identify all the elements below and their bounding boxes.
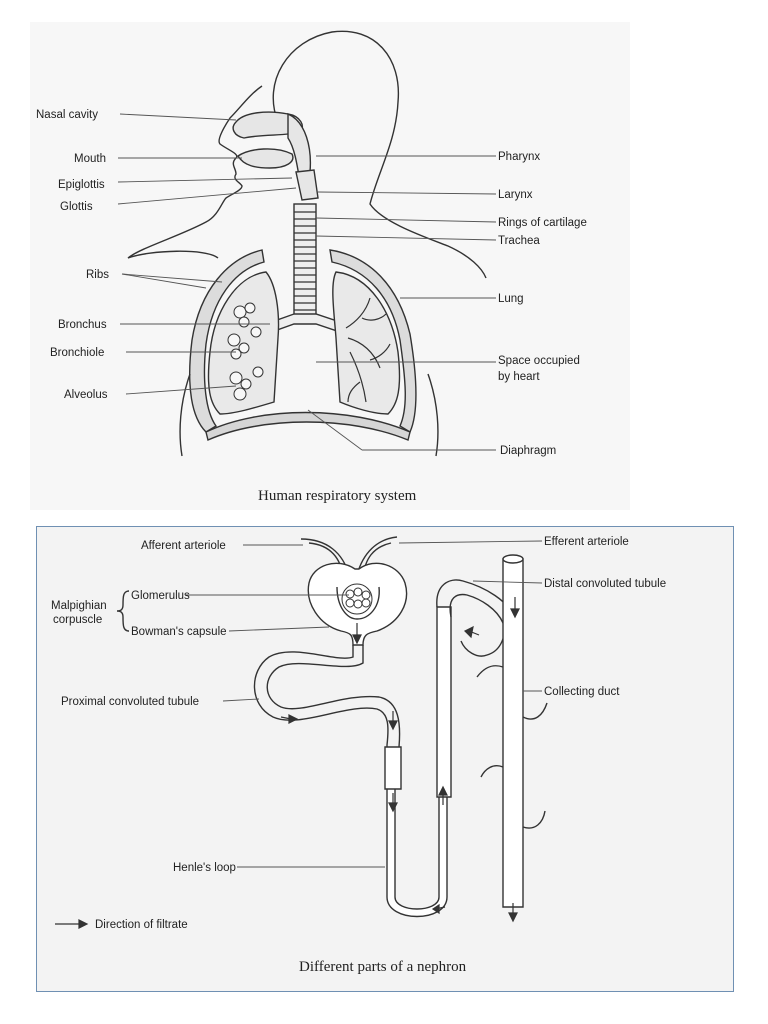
label-henles-loop: Henle's loop xyxy=(173,862,236,874)
trachea-shape xyxy=(294,204,316,316)
label-trachea: Trachea xyxy=(498,235,540,247)
label-glomerulus: Glomerulus xyxy=(131,590,190,602)
label-by-heart: by heart xyxy=(498,371,540,383)
proximal-tubule-inner xyxy=(267,645,399,783)
collecting-duct-top xyxy=(503,555,523,563)
nephron-diagram: Afferent arteriole Efferent arteriole Ma… xyxy=(36,526,734,992)
proximal-tubule-outer xyxy=(254,645,388,783)
label-ribs: Ribs xyxy=(86,269,109,281)
label-afferent-arteriole: Afferent arteriole xyxy=(141,540,226,552)
label-distal-convoluted-tubule: Distal convoluted tubule xyxy=(544,578,666,590)
label-glottis: Glottis xyxy=(60,201,93,213)
respiratory-system-diagram: Nasal cavity Mouth Epiglottis Glottis Ri… xyxy=(30,22,630,510)
mouth-shape xyxy=(238,149,293,168)
label-epiglottis: Epiglottis xyxy=(58,179,105,191)
label-alveolus: Alveolus xyxy=(64,389,108,401)
filtrate-legend-arrow xyxy=(55,920,87,928)
henles-loop-thick xyxy=(385,607,451,797)
nephron-caption: Different parts of a nephron xyxy=(299,959,467,975)
label-larynx: Larynx xyxy=(498,189,533,201)
nephron-svg: Afferent arteriole Efferent arteriole Ma… xyxy=(37,527,732,990)
label-lung: Lung xyxy=(498,293,524,305)
glomerulus-shape xyxy=(342,584,372,614)
label-mouth: Mouth xyxy=(74,153,106,165)
larynx-shape xyxy=(296,170,318,200)
label-rings-of-cartilage: Rings of cartilage xyxy=(498,217,587,229)
respiratory-caption: Human respiratory system xyxy=(258,488,417,504)
label-nasal-cavity: Nasal cavity xyxy=(36,109,98,121)
label-space-occupied: Space occupied xyxy=(498,355,580,367)
distal-tubule-inner xyxy=(450,595,504,657)
label-efferent-arteriole: Efferent arteriole xyxy=(544,536,629,548)
label-bronchus: Bronchus xyxy=(58,319,107,331)
malpighian-brace xyxy=(117,591,129,631)
diaphragm-shape xyxy=(206,413,410,441)
label-proximal-convoluted-tubule: Proximal convoluted tubule xyxy=(61,696,199,708)
label-diaphragm: Diaphragm xyxy=(500,445,556,457)
label-pharynx: Pharynx xyxy=(498,151,540,163)
label-collecting-duct: Collecting duct xyxy=(544,686,620,698)
label-bowmans-capsule: Bowman's capsule xyxy=(131,626,227,638)
label-bronchiole: Bronchiole xyxy=(50,347,104,359)
label-direction-of-filtrate: Direction of filtrate xyxy=(95,919,188,931)
label-corpuscle: corpuscle xyxy=(53,614,102,626)
respiratory-svg: Nasal cavity Mouth Epiglottis Glottis Ri… xyxy=(30,22,630,510)
label-malpighian: Malpighian xyxy=(51,600,107,612)
